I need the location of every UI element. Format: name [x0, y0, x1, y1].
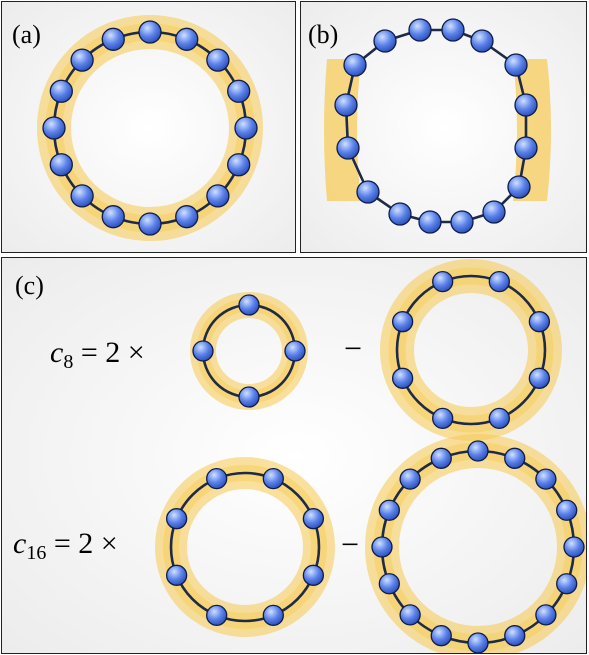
- bead: [388, 202, 412, 226]
- eq-c8-var: c: [50, 336, 64, 369]
- bond-line: [395, 274, 547, 426]
- bead: [378, 499, 400, 521]
- bead: [399, 604, 421, 626]
- panel-c: (c) c8 = 2 × − c16 = 2 × −: [1, 257, 587, 654]
- bead: [399, 468, 421, 490]
- bead: [206, 184, 230, 208]
- bead: [175, 27, 199, 51]
- bead: [206, 604, 228, 627]
- panel-a: (a): [1, 1, 296, 253]
- bead: [49, 79, 73, 103]
- bead: [514, 93, 538, 117]
- ring-c8-large: [380, 259, 562, 441]
- ring-c16-small: [155, 457, 335, 637]
- wall-left: [324, 59, 361, 201]
- bead: [262, 604, 284, 627]
- bead: [535, 604, 557, 626]
- eq-c16-sub: 16: [26, 542, 47, 564]
- bead: [101, 27, 125, 51]
- bead: [165, 564, 188, 586]
- bead: [432, 270, 454, 293]
- bead: [227, 153, 251, 177]
- ring-b: [324, 18, 551, 234]
- equation-c8: c8 = 2 ×: [50, 336, 145, 373]
- bead: [302, 508, 325, 530]
- bead: [504, 53, 528, 77]
- bead: [70, 184, 94, 208]
- bead: [138, 20, 162, 44]
- panel-label-c: (c): [15, 271, 44, 300]
- minus-sign-c8: −: [344, 330, 363, 366]
- bead: [70, 48, 94, 72]
- bead: [441, 18, 465, 42]
- bead: [378, 573, 400, 595]
- bead: [488, 270, 510, 293]
- bead: [391, 367, 414, 389]
- bead: [556, 573, 578, 595]
- bead: [356, 180, 380, 204]
- bead: [175, 205, 199, 229]
- minus-sign-c16: −: [341, 526, 360, 562]
- bead: [391, 311, 414, 333]
- bead: [227, 79, 251, 103]
- bead: [334, 93, 358, 117]
- bead: [504, 447, 526, 469]
- eq-c16-rhs: = 2 ×: [46, 527, 118, 560]
- panel-label-b: (b): [308, 20, 339, 49]
- bead: [238, 386, 260, 408]
- bead: [101, 205, 125, 229]
- bead: [42, 116, 66, 140]
- eq-c8-sub: 8: [63, 351, 74, 373]
- bead: [302, 564, 325, 586]
- bead: [373, 29, 397, 53]
- bead: [430, 625, 452, 647]
- bead: [408, 18, 432, 42]
- bead: [234, 116, 258, 140]
- equation-c16: c16 = 2 ×: [13, 527, 118, 564]
- bead: [528, 311, 551, 333]
- bead: [563, 536, 585, 558]
- bead: [262, 467, 284, 490]
- bead: [284, 340, 306, 362]
- bead: [556, 499, 578, 521]
- panel-label-a: (a): [12, 20, 41, 49]
- bead: [192, 340, 214, 362]
- bead: [528, 367, 551, 389]
- bond-line: [169, 471, 321, 623]
- bead: [371, 536, 393, 558]
- bead: [450, 210, 474, 234]
- bead: [238, 294, 260, 316]
- bead: [430, 447, 452, 469]
- ring-c8-small: [190, 292, 308, 410]
- ring-equation-diagram: [2, 258, 586, 653]
- bead: [138, 212, 162, 236]
- ring-diagram-b: [301, 2, 586, 252]
- bead: [467, 440, 489, 462]
- bead: [336, 136, 360, 160]
- bead: [535, 468, 557, 490]
- bead: [165, 508, 188, 530]
- bead: [432, 407, 454, 430]
- bead: [49, 153, 73, 177]
- eq-c16-var: c: [13, 527, 27, 560]
- bead: [206, 48, 230, 72]
- eq-c8-rhs: = 2 ×: [73, 336, 145, 369]
- bead: [507, 175, 531, 199]
- bead: [343, 53, 367, 77]
- bead: [514, 136, 538, 160]
- bead: [482, 200, 506, 224]
- bead: [504, 625, 526, 647]
- bead: [418, 210, 442, 234]
- bead: [488, 407, 510, 430]
- ring-diagram-a: [2, 2, 295, 252]
- bead: [470, 29, 494, 53]
- ring-a: [37, 15, 263, 241]
- ring-c16-large: [365, 434, 586, 653]
- panel-b: (b): [300, 1, 587, 253]
- bead: [467, 632, 489, 653]
- bead: [206, 467, 228, 490]
